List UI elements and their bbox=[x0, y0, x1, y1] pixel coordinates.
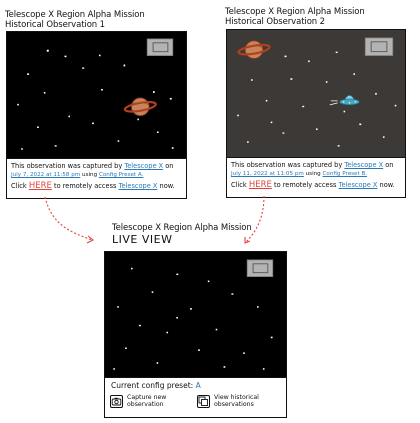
live-view-heading: LIVE VIEW bbox=[112, 233, 173, 246]
live-title: Telescope X Region Alpha Mission LIVE VI… bbox=[112, 223, 252, 246]
obs1-access-telescope-link[interactable]: Telescope X bbox=[118, 182, 158, 190]
obs2-access-telescope-link[interactable]: Telescope X bbox=[338, 181, 378, 189]
stack-icon bbox=[197, 394, 210, 408]
obs1-here-link[interactable]: HERE bbox=[28, 181, 52, 191]
obs1-minimap-icon bbox=[146, 38, 174, 57]
live-controls: Current config preset: A Capture new obs… bbox=[104, 378, 287, 418]
current-preset-value: A bbox=[195, 381, 201, 390]
obs1-preset-link[interactable]: Config Preset A. bbox=[98, 172, 144, 178]
obs1-caption: This observation was captured by Telesco… bbox=[6, 159, 187, 199]
obs2-minimap-icon bbox=[364, 37, 394, 56]
obs1-telescope-link[interactable]: Telescope X bbox=[124, 162, 164, 170]
obs2-sky-view bbox=[226, 29, 406, 158]
obs2-date: July 11, 2022 at 11:05 pm bbox=[231, 171, 304, 177]
live-minimap-icon[interactable] bbox=[246, 259, 274, 277]
obs2-preset-link[interactable]: Config Preset B. bbox=[322, 171, 368, 177]
camera-icon bbox=[110, 394, 123, 408]
view-history-button[interactable]: View historical observations bbox=[197, 394, 266, 408]
live-starfield bbox=[113, 259, 274, 370]
obs1-date: July 7, 2022 at 11:58 pm bbox=[11, 172, 81, 178]
obs1-planet-icon bbox=[123, 97, 157, 117]
obs2-title: Telescope X Region Alpha Mission Histori… bbox=[225, 7, 365, 27]
arrow-obs1-to-live bbox=[44, 196, 93, 241]
obs2-starfield bbox=[237, 37, 397, 147]
obs1-starfield bbox=[17, 38, 174, 150]
obs1-title: Telescope X Region Alpha Mission Histori… bbox=[5, 10, 145, 30]
obs2-telescope-link[interactable]: Telescope X bbox=[344, 161, 384, 169]
current-preset: Current config preset: A bbox=[111, 381, 201, 390]
obs2-planet-icon bbox=[237, 40, 271, 59]
live-sky-view bbox=[104, 251, 287, 378]
obs1-sky-view bbox=[6, 31, 187, 159]
obs2-here-link[interactable]: HERE bbox=[248, 180, 272, 190]
obs2-ufo-icon bbox=[329, 95, 360, 106]
arrowhead-obs1 bbox=[86, 235, 95, 244]
capture-button[interactable]: Capture new observation bbox=[110, 394, 179, 408]
obs2-caption: This observation was captured by Telesco… bbox=[226, 158, 406, 198]
